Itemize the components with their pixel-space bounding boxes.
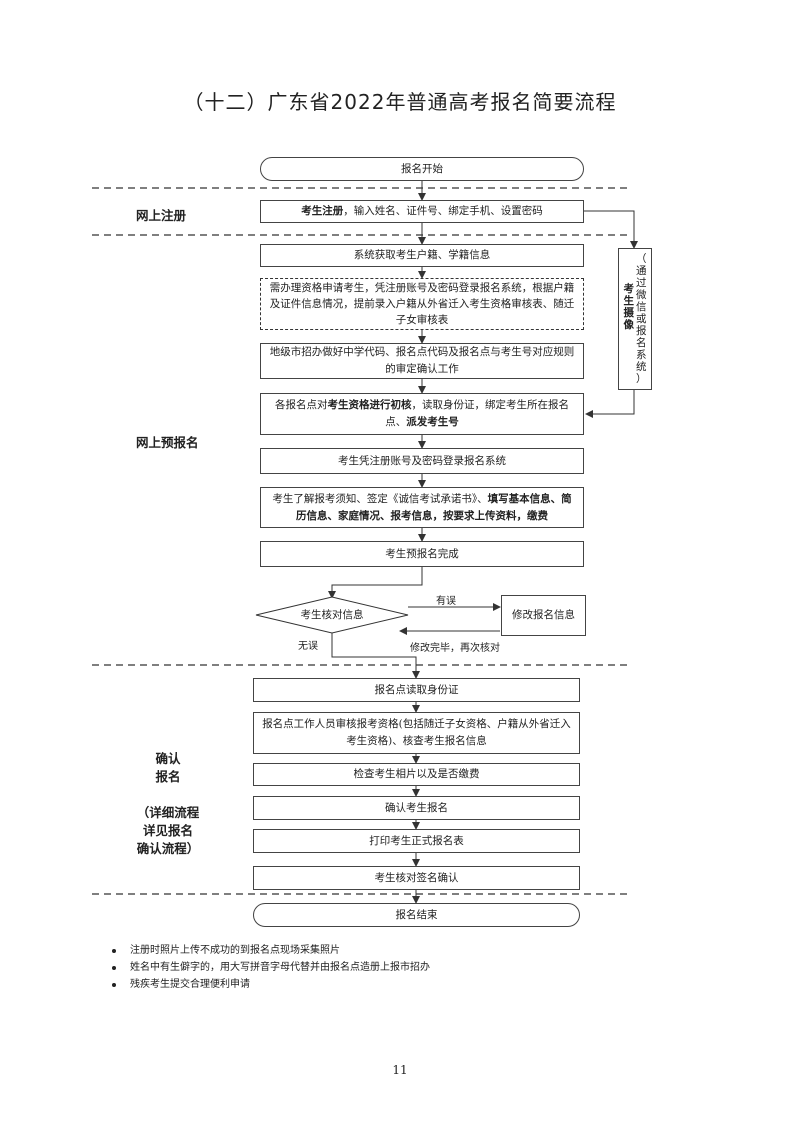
side-box-bold-text: 考 生 摄 像 <box>623 283 635 331</box>
notes-list: 注册时照片上传不成功的到报名点现场采集照片 姓名中有生僻字的，用大写拼音字母代替… <box>112 942 430 993</box>
step-fill-info: 考生了解报考须知、签定《诚信考试承诺书》、填写基本信息、简历信息、家庭情况、报考… <box>260 487 584 528</box>
section-register: 网上注册 <box>136 208 187 223</box>
step-print-form: 打印考生正式报名表 <box>253 829 580 853</box>
note-item: 姓名中有生僻字的，用大写拼音字母代替并由报名点造册上报市招办 <box>112 959 430 976</box>
step-staff-review: 报名点工作人员审核报考资格(包括随迁子女资格、户籍从外省迁入考生资格)、核查考生… <box>253 712 580 754</box>
step-city-confirm: 地级市招办做好中学代码、报名点代码及报名点与考生号对应规则的审定确认工作 <box>260 343 584 379</box>
step-start: 报名开始 <box>260 157 584 181</box>
step-edit-info: 修改报名信息 <box>501 595 586 636</box>
step-sign-confirm: 考生核对签名确认 <box>253 866 580 890</box>
side-box-photo: 考 生 摄 像 （ 通 过 微 信 或 报 名 系 统 ） <box>618 248 652 390</box>
step-login: 考生凭注册账号及密码登录报名系统 <box>260 448 584 474</box>
label-wrong: 有误 <box>436 596 456 607</box>
step-end: 报名结束 <box>253 903 580 927</box>
page-number: 11 <box>392 1063 408 1077</box>
step-initial-review: 各报名点对考生资格进行初核，读取身份证，绑定考生所在报名点、派发考生号 <box>260 393 584 435</box>
side-box-normal-text: （ 通 过 微 信 或 报 名 系 统 ） <box>636 253 647 385</box>
decision-diamond <box>255 596 409 634</box>
step-qualification-apply: 需办理资格申请考生，凭注册账号及密码登录报名系统，根据户籍及证件信息情况，提前录… <box>260 278 584 330</box>
section-confirm: 确认 报名 （详细流程 详见报名 确认流程） <box>136 751 200 856</box>
step-register: 考生注册，输入姓名、证件号、绑定手机、设置密码 <box>260 200 584 223</box>
label-right: 无误 <box>298 641 318 652</box>
step-check-photo: 检查考生相片以及是否缴费 <box>253 763 580 786</box>
decision-check-label: 考生核对信息 <box>300 609 364 621</box>
label-back: 修改完毕，再次核对 <box>410 643 500 654</box>
step-read-id: 报名点读取身份证 <box>253 678 580 702</box>
bullet-icon <box>112 965 116 970</box>
step-prereg-done: 考生预报名完成 <box>260 541 584 567</box>
page-title: （十二）广东省2022年普通高考报名简要流程 <box>183 90 617 114</box>
note-item: 注册时照片上传不成功的到报名点现场采集照片 <box>112 942 430 959</box>
note-item: 残疾考生提交合理便利申请 <box>112 976 430 993</box>
bullet-icon <box>112 982 116 987</box>
section-prereg: 网上预报名 <box>136 435 199 450</box>
step-fetch-info: 系统获取考生户籍、学籍信息 <box>260 244 584 267</box>
bullet-icon <box>112 948 116 953</box>
step-confirm-registration: 确认考生报名 <box>253 796 580 820</box>
